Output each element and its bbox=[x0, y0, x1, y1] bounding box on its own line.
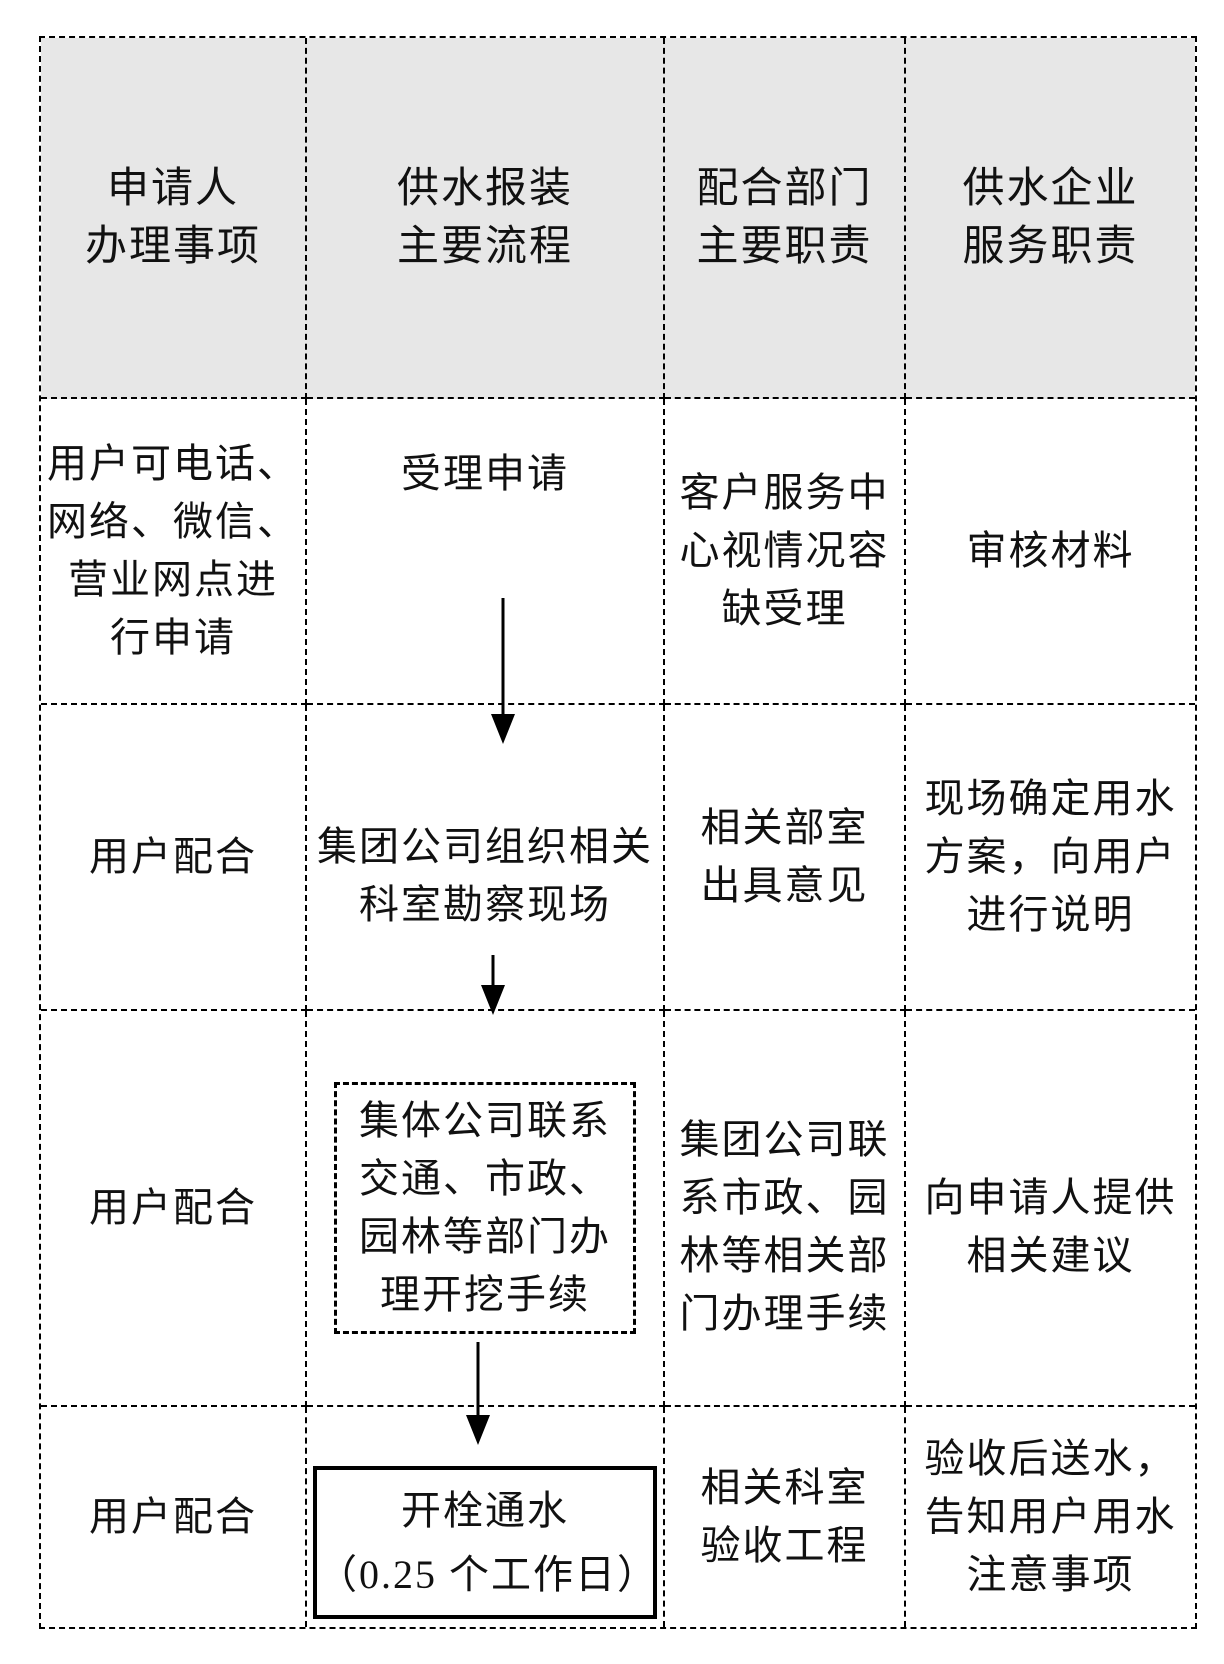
header-main-process: 供水报装 主要流程 bbox=[307, 38, 665, 399]
cell-provide-suggestions: 向申请人提供 相关建议 bbox=[906, 1011, 1195, 1407]
node-excavation-procedures-text: 集体公司联系 交通、市政、 园林等部门办 理开挖手续 bbox=[359, 1098, 611, 1317]
cell-water-on-node-wrap: 开栓通水 （0.25 个工作日） bbox=[307, 1407, 665, 1627]
cell-customer-service-center: 客户服务中 心视情况容 缺受理 bbox=[665, 399, 906, 705]
cell-onsite-water-plan: 现场确定用水 方案，向用户 进行说明 bbox=[906, 705, 1195, 1011]
node-water-turn-on: 开栓通水 （0.25 个工作日） bbox=[313, 1466, 657, 1619]
node-accept-application: 受理申请 bbox=[307, 399, 665, 705]
cell-group-contacts-depts-text: 集团公司联 系市政、园 林等相关部 门办理手续 bbox=[679, 1117, 890, 1336]
cell-excavation-node-wrap: 集体公司联系 交通、市政、 园林等部门办 理开挖手续 bbox=[307, 1011, 665, 1407]
cell-user-cooperate-3-text: 用户配合 bbox=[89, 1494, 257, 1539]
node-site-survey-text: 集团公司组织相关 科室勘察现场 bbox=[317, 824, 653, 927]
cell-group-contacts-depts: 集团公司联 系市政、园 林等相关部 门办理手续 bbox=[665, 1011, 906, 1407]
cell-user-cooperate-3: 用户配合 bbox=[41, 1407, 307, 1627]
cell-water-delivery-notice-text: 验收后送水， 告知用户用水 注意事项 bbox=[924, 1436, 1177, 1597]
node-water-turn-on-text: 开栓通水 （0.25 个工作日） bbox=[317, 1487, 659, 1597]
arrow-shaft bbox=[491, 955, 495, 985]
cell-dept-acceptance-text: 相关科室 验收工程 bbox=[700, 1465, 869, 1568]
water-supply-flow-table: 申请人 办理事项 供水报装 主要流程 配合部门 主要职责 供水企业 服务职责 用… bbox=[39, 36, 1197, 1629]
cell-review-materials: 审核材料 bbox=[906, 399, 1195, 705]
header-applicant-matters-label: 申请人 办理事项 bbox=[84, 165, 261, 270]
node-excavation-procedures: 集体公司联系 交通、市政、 园林等部门办 理开挖手续 bbox=[334, 1082, 636, 1334]
node-site-survey: 集团公司组织相关 科室勘察现场 bbox=[307, 705, 665, 1011]
node-accept-application-text: 受理申请 bbox=[401, 451, 569, 496]
cell-user-cooperate-1: 用户配合 bbox=[41, 705, 307, 1011]
arrow-shaft bbox=[476, 1342, 480, 1415]
cell-user-cooperate-1-text: 用户配合 bbox=[89, 834, 257, 879]
arrow-down-icon bbox=[491, 714, 515, 744]
cell-user-cooperate-2: 用户配合 bbox=[41, 1011, 307, 1407]
cell-review-materials-text: 审核材料 bbox=[966, 528, 1135, 573]
header-main-process-label: 供水报装 主要流程 bbox=[396, 165, 573, 270]
header-applicant-matters: 申请人 办理事项 bbox=[41, 38, 307, 399]
header-water-company-duties-label: 供水企业 服务职责 bbox=[962, 165, 1139, 270]
cell-water-delivery-notice: 验收后送水， 告知用户用水 注意事项 bbox=[906, 1407, 1195, 1627]
arrow-down-icon bbox=[466, 1415, 490, 1445]
cell-dept-acceptance: 相关科室 验收工程 bbox=[665, 1407, 906, 1627]
cell-dept-opinions-text: 相关部室 出具意见 bbox=[700, 805, 869, 908]
header-water-company-duties: 供水企业 服务职责 bbox=[906, 38, 1195, 399]
cell-apply-channels-text: 用户可电话、 网络、微信、 营业网点进 行申请 bbox=[47, 441, 299, 660]
header-cooperating-dept-duties-label: 配合部门 主要职责 bbox=[696, 165, 873, 270]
arrow-shaft bbox=[501, 598, 505, 714]
cell-user-cooperate-2-text: 用户配合 bbox=[89, 1185, 257, 1230]
cell-provide-suggestions-text: 向申请人提供 相关建议 bbox=[924, 1175, 1177, 1278]
arrow-down-icon bbox=[481, 985, 505, 1015]
cell-dept-opinions: 相关部室 出具意见 bbox=[665, 705, 906, 1011]
cell-apply-channels: 用户可电话、 网络、微信、 营业网点进 行申请 bbox=[41, 399, 307, 705]
cell-onsite-water-plan-text: 现场确定用水 方案，向用户 进行说明 bbox=[924, 776, 1177, 937]
cell-customer-service-center-text: 客户服务中 心视情况容 缺受理 bbox=[679, 470, 890, 631]
header-cooperating-dept-duties: 配合部门 主要职责 bbox=[665, 38, 906, 399]
